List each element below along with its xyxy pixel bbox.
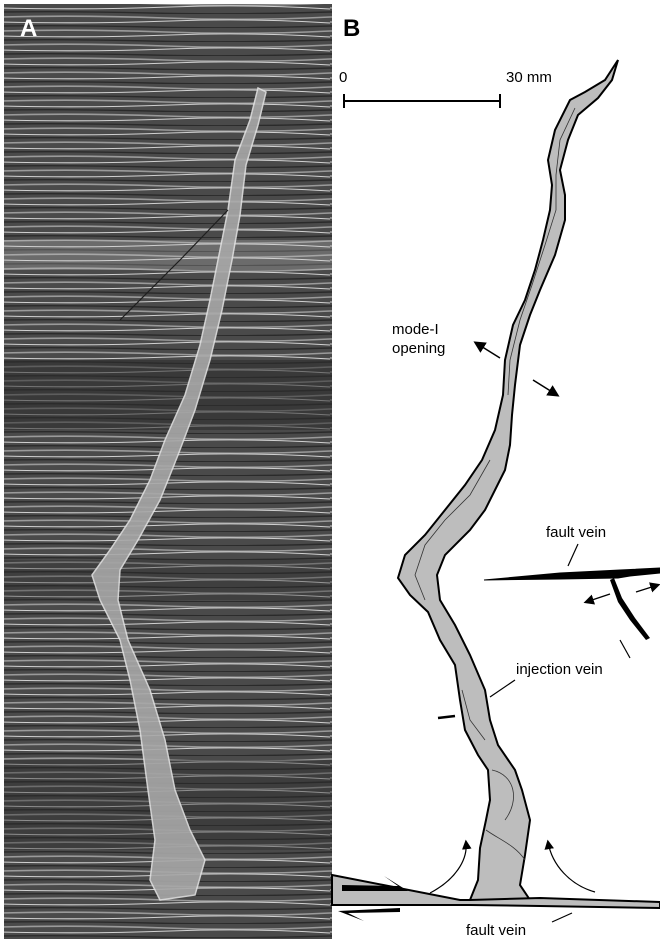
injection-arrow-right (548, 842, 595, 892)
upper-opening-arrow-right (636, 585, 658, 592)
scale-bar-start-label: 0 (339, 69, 347, 86)
dark-band-1 (4, 360, 332, 430)
main-vein (398, 60, 618, 900)
upper-injection-branch (610, 578, 650, 640)
label-injection-vein: injection vein (516, 661, 603, 678)
injection-arrow-left (430, 842, 466, 893)
dark-band-2 (4, 560, 332, 600)
panel-a-photo: A (4, 4, 332, 939)
mode-i-arrow-right (533, 380, 557, 395)
shear-arrow-bottom (338, 908, 400, 921)
mode-i-arrow-left (476, 343, 500, 358)
label-opening: opening (392, 340, 445, 357)
panel-b-letter: B (343, 15, 360, 42)
light-band-1 (4, 240, 332, 270)
label-mode-i: mode-I (392, 321, 439, 338)
scale-bar: 0 30 mm (339, 69, 552, 108)
leader-injection-left (490, 680, 515, 697)
label-fault-vein-lower: fault vein (466, 922, 526, 939)
leader-fault-vein-lower (552, 913, 572, 922)
side-tick (438, 716, 455, 718)
leader-fault-vein-upper (568, 544, 578, 566)
label-fault-vein-upper: fault vein (546, 524, 606, 541)
panel-a-letter: A (20, 15, 37, 42)
upper-opening-arrow-left (586, 594, 610, 602)
scale-bar-end-label: 30 mm (506, 69, 552, 86)
panel-b-drawing: B 0 30 mm (332, 15, 660, 939)
upper-fault-vein (484, 568, 660, 580)
leader-injection-right (620, 640, 630, 658)
